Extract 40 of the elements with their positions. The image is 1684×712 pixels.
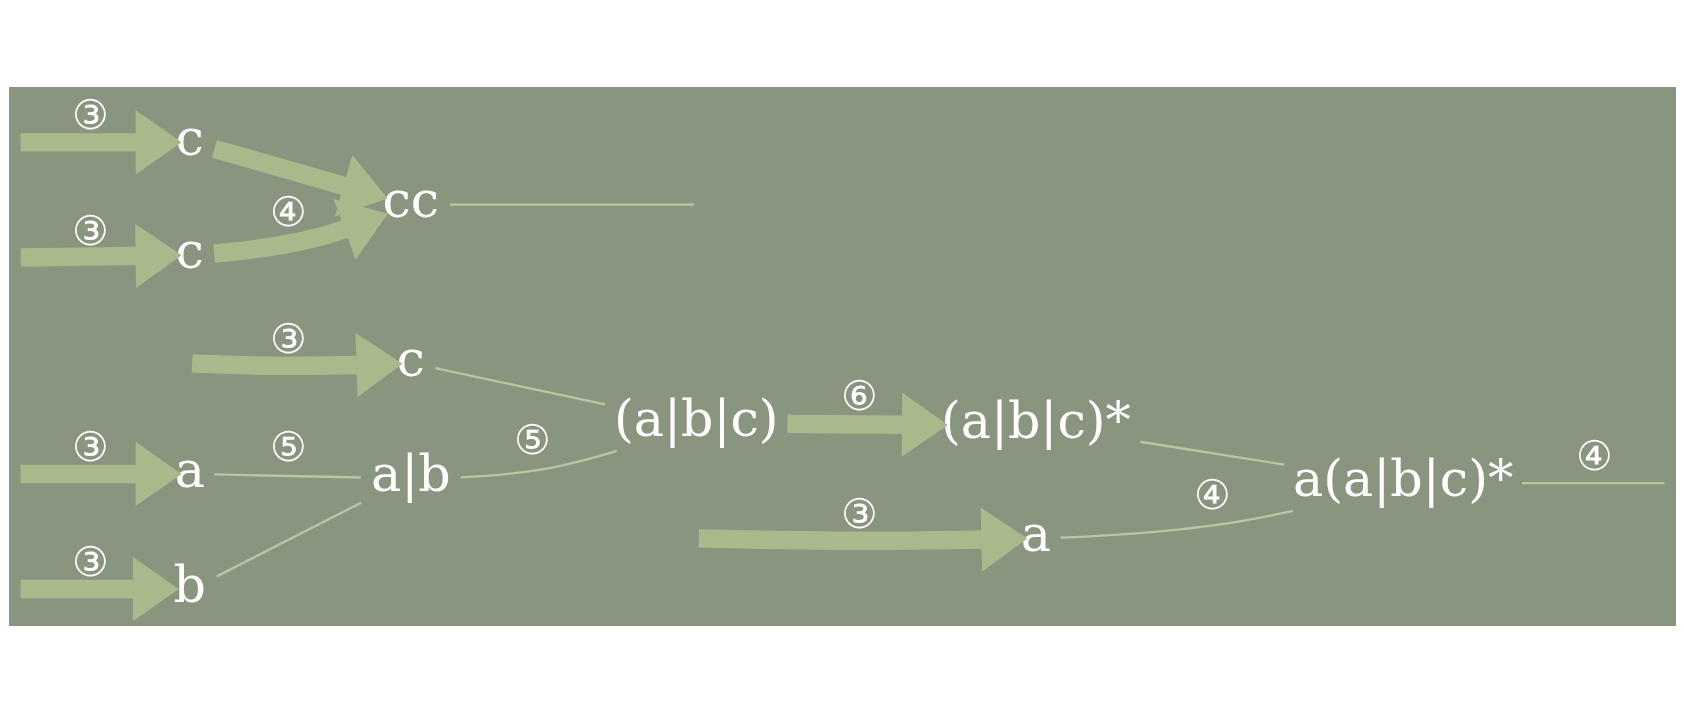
node-text: a [174,439,205,499]
node-text: c [175,107,204,167]
node-text: b [173,554,206,614]
arrow [698,506,1027,572]
connector [213,472,361,479]
arrow [786,391,948,457]
arrow [20,556,179,621]
edge-label: ④ [1575,431,1613,480]
node-text: c [396,328,425,388]
connector [460,449,617,478]
arrow [20,441,182,506]
arrow [211,139,388,217]
arrow [20,223,182,288]
edge-label: ③ [71,206,109,255]
connector [1521,481,1664,484]
node-text: cc [381,169,439,229]
connector [215,501,362,577]
node-text: a(a|b|c)* [1292,448,1513,508]
edge-label: ⑤ [269,422,307,471]
arrow [20,109,182,175]
node-text: c [175,220,204,280]
node-text: a [1020,503,1051,563]
node-text: (a|b|c)* [940,390,1131,450]
edge-label: ③ [71,90,109,139]
edge-label: ③ [840,489,878,538]
node-text: a|b [370,443,451,503]
edge-label: ③ [71,422,109,471]
edge-label: ⑤ [513,415,551,464]
connector [434,366,605,405]
connector [449,202,694,206]
edge-label: ④ [1193,470,1231,519]
connector [1139,440,1284,466]
node-text: (a|b|c) [613,388,779,448]
edge-label: ③ [269,314,307,363]
edge-label: ⑥ [840,371,878,420]
arrow [191,332,402,397]
connector [1060,509,1293,539]
edge-label: ④ [269,187,307,236]
edge-label: ③ [71,537,109,586]
arrow [212,198,388,263]
